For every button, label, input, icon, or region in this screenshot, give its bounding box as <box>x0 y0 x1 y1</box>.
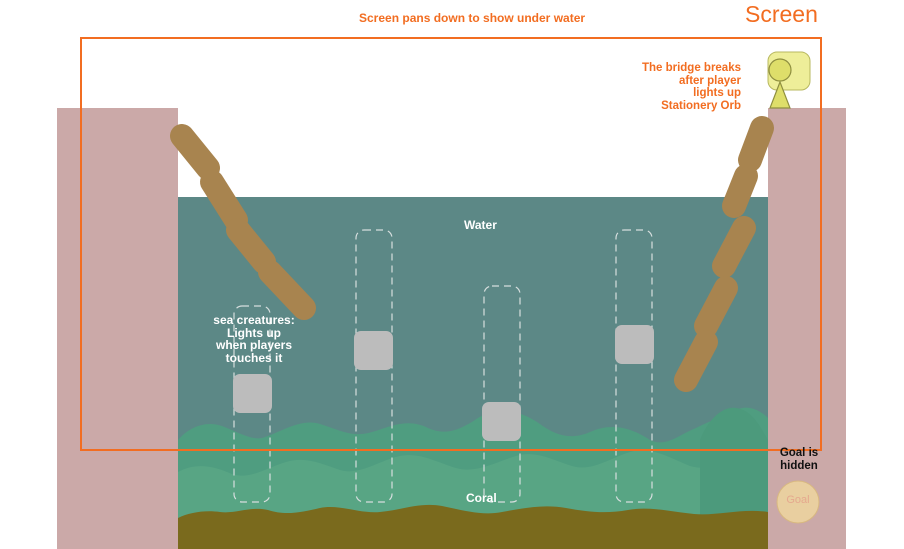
bridge-note-line-1: The bridge breaks <box>641 62 741 74</box>
right-bridge-log-5 <box>674 330 718 392</box>
right-bridge-log-4 <box>694 276 738 338</box>
creature-track-3 <box>483 285 521 503</box>
screen-label: Screen <box>745 1 818 27</box>
right-bridge-log-1 <box>738 116 774 172</box>
creature-track-4 <box>615 229 653 503</box>
sea-note-line-2: Lights up <box>227 325 281 340</box>
water-label: Water <box>464 218 497 232</box>
bridge-note-line-3: lights up <box>693 87 741 99</box>
sea-note-line-3: when players <box>215 338 293 352</box>
right-bridge-log-3 <box>712 216 756 278</box>
player-figure-icon <box>769 80 791 109</box>
sea-creature-4 <box>615 325 654 364</box>
left-bridge <box>170 124 316 320</box>
seabed <box>178 504 768 549</box>
sea-creature-3 <box>482 402 521 441</box>
left-bridge-log-3 <box>226 218 276 274</box>
right-bridge <box>674 116 774 392</box>
right-bridge-log-2 <box>722 164 758 218</box>
bridge-note-line-4: Stationery Orb <box>661 99 741 112</box>
sea-creature-1 <box>233 374 272 413</box>
goal-note-line-2: hidden <box>780 459 818 472</box>
coral-label: Coral <box>466 491 497 505</box>
bridge-note-line-2: after player <box>678 74 741 87</box>
bridge-note: The bridge breaks after player lights up… <box>642 62 741 112</box>
sea-note-line-1: sea creatures: <box>213 313 295 327</box>
goal-note-line-1: Goal is <box>779 447 819 459</box>
left-bridge-log-1 <box>170 124 220 180</box>
left-bridge-log-4 <box>258 260 316 320</box>
sea-creatures <box>233 325 654 441</box>
sea-note: sea creatures: Lights up when players to… <box>206 314 302 364</box>
goal-circle-icon <box>776 480 820 524</box>
left-cliff <box>57 108 178 549</box>
right-cliff <box>768 108 846 549</box>
goal-note: Goal is hidden <box>774 447 824 472</box>
goal-label: Goal <box>786 494 810 506</box>
sea-note-line-4: touches it <box>225 350 283 365</box>
screen-frame <box>80 37 822 451</box>
caption-top: Screen pans down to show under water <box>359 11 586 25</box>
left-bridge-log-2 <box>200 170 248 232</box>
sea-creature-2 <box>354 331 393 370</box>
